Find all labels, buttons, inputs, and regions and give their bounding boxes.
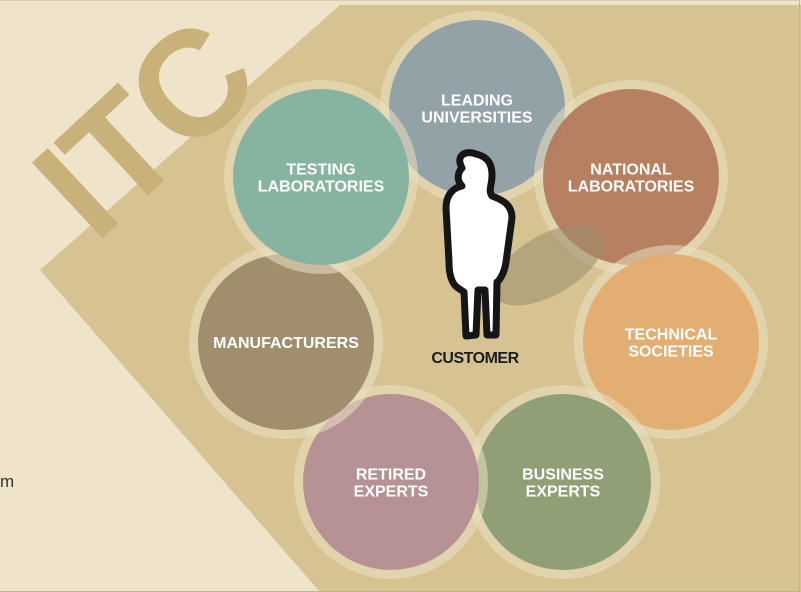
node-label-line: LABORATORIES xyxy=(568,179,695,196)
node-manufacturers: MANUFACTURERS xyxy=(189,245,383,439)
node-circle xyxy=(389,20,565,196)
node-label-line: EXPERTS xyxy=(354,484,429,501)
node-label-line: NATIONAL xyxy=(590,162,672,179)
node-circle xyxy=(475,394,651,570)
node-label-line: TESTING xyxy=(286,162,355,179)
side-text-fragment: m xyxy=(0,472,15,491)
node-label-line: LABORATORIES xyxy=(258,179,385,196)
node-circle xyxy=(233,89,409,265)
node-circle xyxy=(303,394,479,570)
node-label-line: BUSINESS xyxy=(522,467,604,484)
customer-label: CUSTOMER xyxy=(431,350,519,367)
customer-figure-icon xyxy=(442,149,516,340)
figure-shadow xyxy=(492,224,604,306)
node-label-line: LEADING xyxy=(441,93,513,110)
node-label-line: MANUFACTURERS xyxy=(213,335,359,352)
node-circle xyxy=(198,254,374,430)
node-label-line: RETIRED xyxy=(356,467,426,484)
node-label-line: TECHNICAL xyxy=(625,327,718,344)
node-label-line: EXPERTS xyxy=(526,484,601,501)
node-circle xyxy=(543,89,719,265)
node-label-line: UNIVERSITIES xyxy=(421,110,532,127)
node-circle xyxy=(583,254,759,430)
node-label-line: SOCIETIES xyxy=(628,344,714,361)
